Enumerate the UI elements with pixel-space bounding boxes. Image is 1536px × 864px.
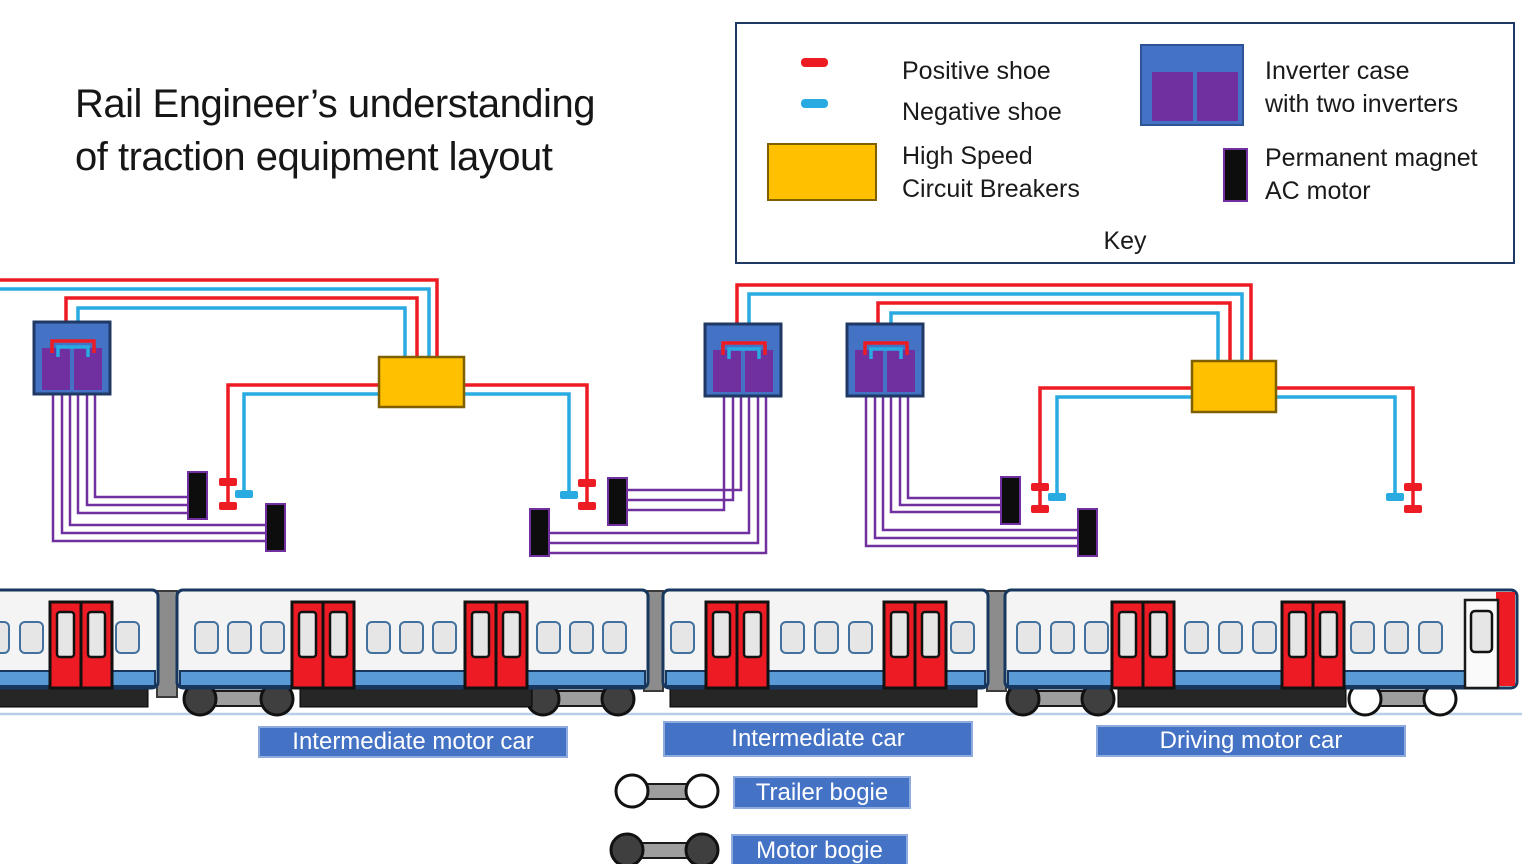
train-illustration — [0, 588, 1522, 717]
car-doors — [48, 600, 1346, 690]
shoe-contacts — [219, 478, 1422, 513]
car-windows — [0, 621, 1443, 654]
traction-circuit — [0, 278, 1422, 557]
gangway — [156, 590, 178, 698]
negative-shoe-swatch — [801, 99, 828, 108]
page-title: Rail Engineer’s understanding of tractio… — [75, 78, 735, 184]
front-stripe — [1496, 592, 1515, 686]
negative-feed-wire — [0, 287, 431, 357]
title-line: Rail Engineer’s understanding — [75, 82, 595, 126]
motor-phase-wires — [51, 394, 1078, 555]
label-motor-bogie: Motor bogie — [731, 834, 908, 864]
negative-shoe-wire — [1055, 395, 1192, 493]
positive-shoe-wire — [464, 383, 589, 507]
positive-bus-wire — [64, 296, 419, 357]
ac-motor-swatch — [1223, 148, 1248, 202]
key-item-label: Permanent magnet AC motor — [1265, 144, 1478, 205]
positive-shoe-swatch — [801, 58, 828, 67]
label-intermediate-car: Intermediate car — [663, 721, 973, 757]
negative-shoe-wire — [1276, 395, 1397, 493]
ac-motor — [607, 477, 628, 526]
key-item-label: Inverter case with two inverters — [1265, 57, 1459, 118]
ac-motor — [529, 508, 550, 557]
positive-shoe-wire — [1038, 386, 1192, 510]
positive-bus-wire — [876, 301, 1232, 361]
car-stripe — [179, 670, 646, 687]
cab-door-window — [1469, 609, 1494, 654]
hscb-box — [377, 355, 466, 409]
key-item-label: High Speed Circuit Breakers — [902, 142, 1080, 203]
underframe-skirt — [1117, 686, 1347, 708]
inverter-case — [703, 322, 783, 398]
key-legend: Positive shoe Negative shoe High Speed C… — [735, 22, 1515, 264]
inverter-case — [32, 320, 112, 396]
title-line: of traction equipment layout — [75, 135, 553, 179]
hscb-swatch — [767, 143, 877, 201]
inverter-swatch — [1152, 72, 1193, 121]
car-stripe — [1007, 670, 1466, 687]
key-item-label: Negative shoe — [902, 98, 1062, 126]
positive-shoe-wire — [226, 383, 379, 507]
negative-shoe-wire — [242, 392, 379, 490]
key-heading: Key — [1103, 227, 1147, 255]
ac-motor — [1077, 508, 1098, 557]
inverter-case-swatch — [1140, 44, 1244, 126]
positive-feed-wire — [0, 278, 439, 357]
negative-shoe-wire — [464, 392, 571, 491]
positive-shoe-wire — [1276, 386, 1415, 511]
hscb-box — [1190, 359, 1278, 414]
gangway — [986, 590, 1007, 692]
negative-bus-wire — [747, 292, 1244, 361]
trailer-bogie-icon — [614, 773, 720, 809]
label-trailer-bogie: Trailer bogie — [733, 776, 911, 809]
ac-motor — [187, 471, 208, 520]
label-intermediate-motor-car: Intermediate motor car — [258, 726, 568, 758]
ac-motor — [1000, 476, 1021, 525]
motor-bogie-icon — [609, 832, 720, 864]
key-item-label: Positive shoe — [902, 57, 1051, 85]
ac-motor — [265, 503, 286, 552]
negative-bus-wire — [76, 306, 407, 357]
positive-bus-wire — [735, 283, 1253, 361]
negative-bus-wire — [889, 311, 1220, 361]
inverter-swatch — [1197, 72, 1238, 121]
inverter-case — [845, 322, 925, 398]
label-driving-motor-car: Driving motor car — [1096, 725, 1406, 757]
